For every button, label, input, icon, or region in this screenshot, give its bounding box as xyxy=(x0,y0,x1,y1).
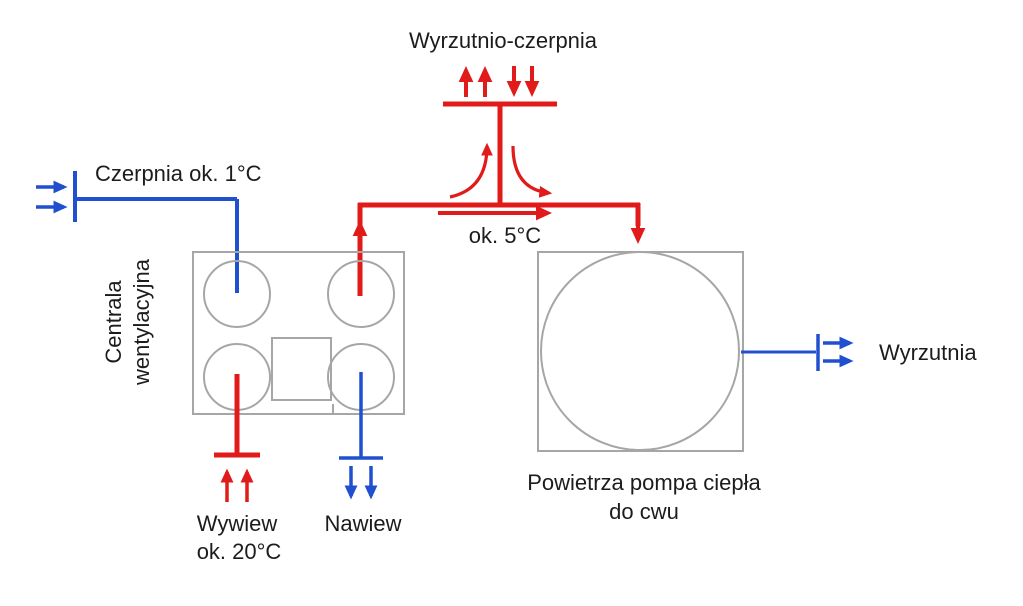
ahu-box xyxy=(192,251,405,415)
ahu-label-line1: Centrala xyxy=(101,280,126,364)
ahu-fan-top-right xyxy=(327,260,395,328)
exhaust-label-line1: Wywiew xyxy=(197,511,278,536)
combined-exhaust-intake xyxy=(443,65,557,207)
ahu-exchanger xyxy=(271,337,332,401)
intake-label: Czerpnia ok. 1°C xyxy=(95,161,262,186)
heat-pump-box xyxy=(537,251,744,452)
ahu-label-line2: wentylacyjna xyxy=(129,258,154,386)
heat-pump-label-line2: do cwu xyxy=(609,499,679,524)
flow-curve-right-icon xyxy=(511,145,553,198)
top-unit-label: Wyrzutnio-czerpnia xyxy=(409,28,598,53)
mixed-temp-label: ok. 5°C xyxy=(469,223,541,248)
heat-pump-label-line1: Powietrza pompa ciepła xyxy=(527,470,761,495)
heat-pump-fan xyxy=(540,251,740,451)
ahu-fan-top-left xyxy=(203,260,271,328)
room-exhaust xyxy=(214,374,260,502)
supply-label: Nawiew xyxy=(324,511,401,536)
room-supply xyxy=(339,372,383,500)
ahu-outline xyxy=(192,251,405,415)
warm-duct xyxy=(352,202,646,296)
flow-curve-up-icon xyxy=(449,142,493,199)
fresh-air-intake xyxy=(36,171,239,293)
outlet xyxy=(741,334,854,371)
exhaust-label-line2: ok. 20°C xyxy=(197,539,282,564)
outlet-label: Wyrzutnia xyxy=(879,340,977,365)
